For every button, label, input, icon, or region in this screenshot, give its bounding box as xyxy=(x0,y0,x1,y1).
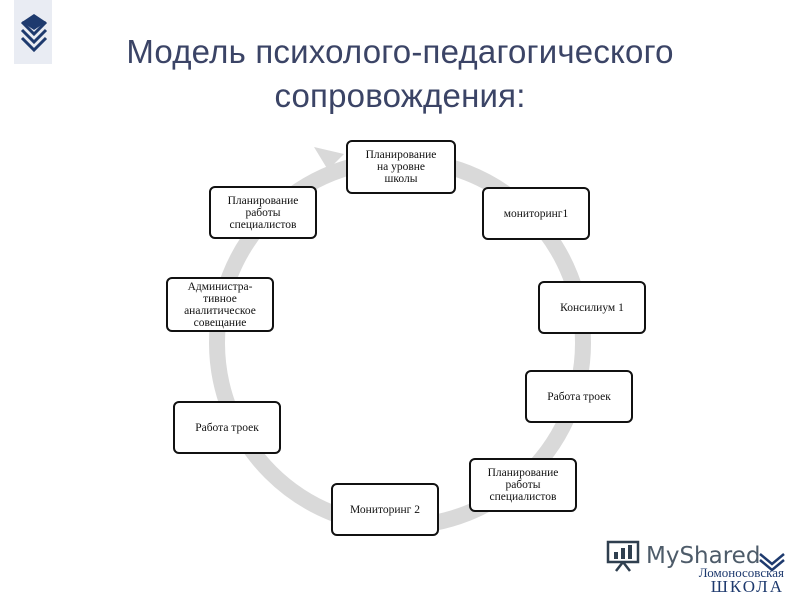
node-trio-work-left: Работа троек xyxy=(173,401,281,454)
school-wordmark: Ломоносовская ШКОЛА xyxy=(664,566,784,595)
node-monitoring-1: мониторинг1 xyxy=(482,187,590,240)
school-emblem-icon xyxy=(759,553,785,572)
title-line-2: сопровождения: xyxy=(274,77,526,114)
myshared-brand: MyShared xyxy=(646,543,761,569)
cycle-arrow-icon xyxy=(314,147,344,170)
node-trio-work-right: Работа троек xyxy=(525,370,633,423)
school-wordmark-line-2: ШКОЛА xyxy=(710,577,784,596)
presentation-board-icon xyxy=(606,540,640,572)
school-logo-icon xyxy=(14,0,52,64)
node-monitoring-2: Мониторинг 2 xyxy=(331,483,439,536)
node-council-1: Консилиум 1 xyxy=(538,281,646,334)
school-wordmark-line-1: Ломоносовская xyxy=(698,565,784,580)
node-admin-meeting: Администра- тивное аналитическое совещан… xyxy=(166,277,274,332)
node-planning-specialists-top: Планирование работы специалистов xyxy=(209,186,317,239)
node-planning-specialists-bottom: Планирование работы специалистов xyxy=(469,458,577,512)
slide-title: Модель психолого-педагогического сопрово… xyxy=(40,30,760,118)
myshared-watermark: MyShared xyxy=(606,538,760,574)
node-planning-school: Планирование на уровне школы xyxy=(346,140,456,194)
title-line-1: Модель психолого-педагогического xyxy=(126,33,674,70)
